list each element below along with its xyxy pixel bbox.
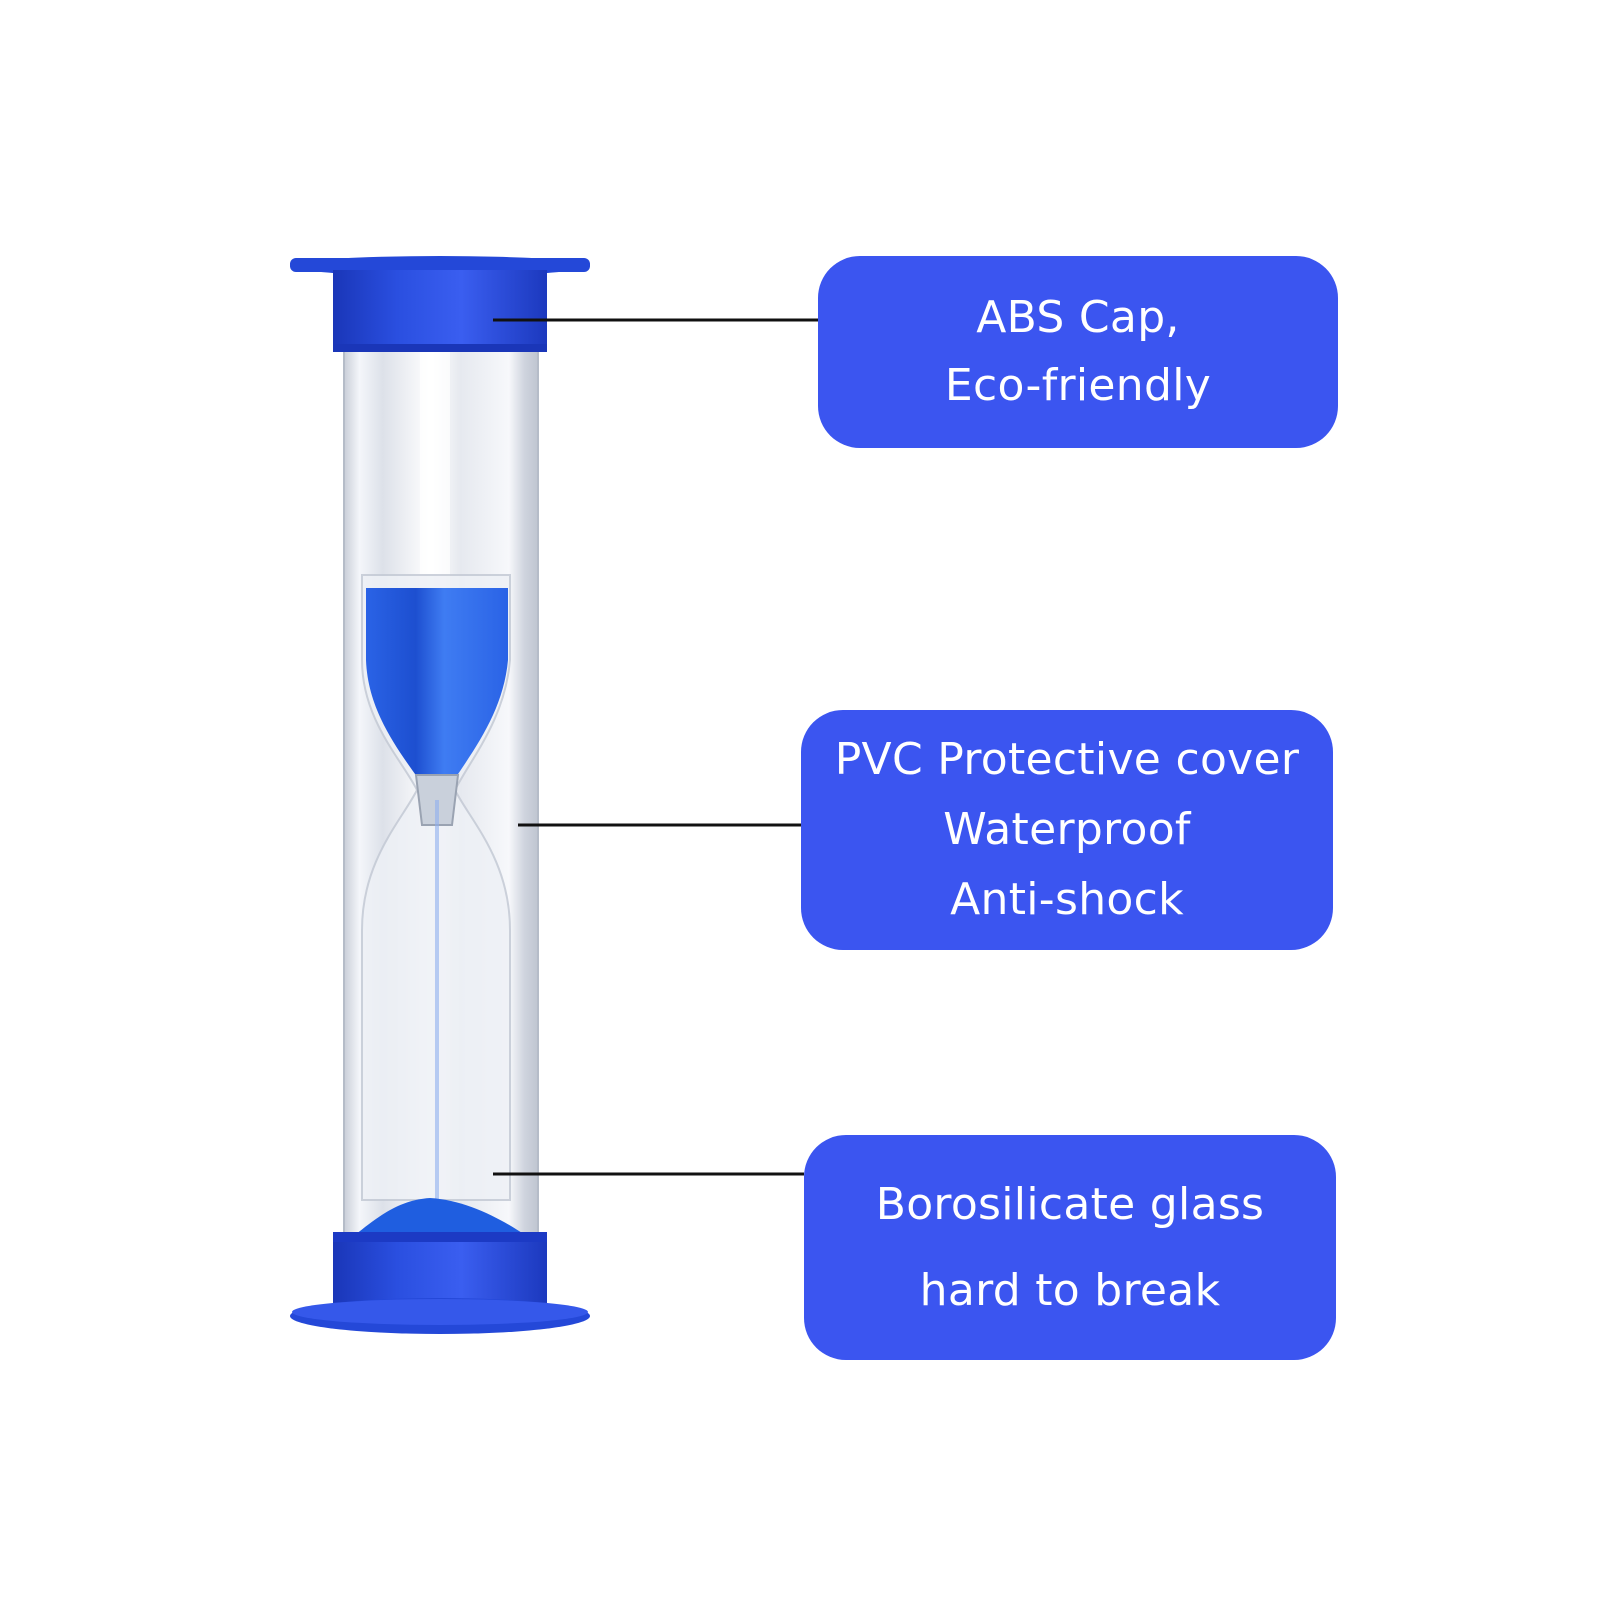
callout-cover-line-1: PVC Protective cover: [834, 734, 1300, 785]
callout-cap-line-2: Eco-friendly: [944, 360, 1212, 411]
callout-pvc-cover: PVC Protective cover Waterproof Anti-sho…: [801, 710, 1333, 950]
callout-cap-line-1: ABS Cap,: [976, 292, 1180, 343]
glass-neck: [414, 774, 460, 1200]
bottom-cap: [290, 1232, 590, 1334]
upper-sand: [366, 588, 508, 795]
callout-glass-line-1: Borosilicate glass: [875, 1178, 1265, 1230]
callout-cover-line-2: Waterproof: [943, 804, 1191, 855]
callout-abs-cap: ABS Cap, Eco-friendly: [818, 256, 1338, 448]
lower-sand: [355, 1198, 525, 1235]
callout-cover-line-3: Anti-shock: [950, 874, 1184, 925]
top-cap: [290, 256, 590, 352]
callout-borosilicate-glass: Borosilicate glass hard to break: [804, 1135, 1336, 1360]
callout-glass-line-2: hard to break: [919, 1264, 1221, 1316]
